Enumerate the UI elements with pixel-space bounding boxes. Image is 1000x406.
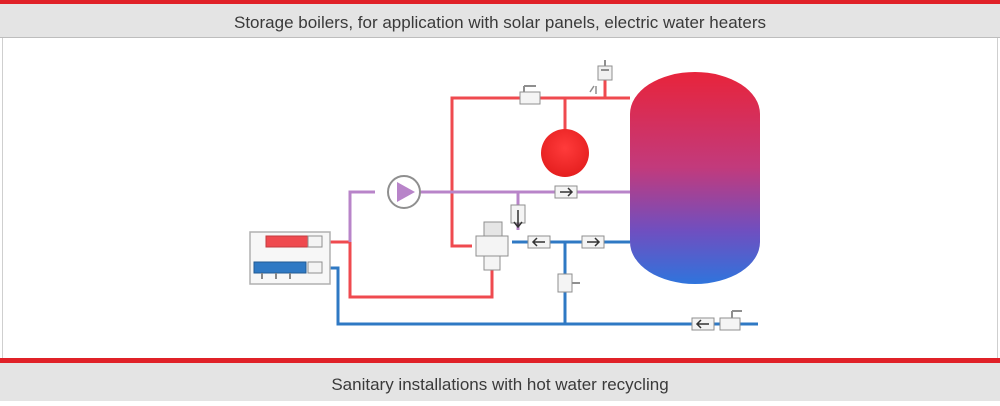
inlet-ball-valve-icon [719,310,742,331]
check-valve-icon [554,185,578,199]
thermostatic-mixing-valve-icon [475,221,509,271]
ball-valve-icon [519,85,541,105]
header-title: Storage boilers, for application with so… [234,13,766,32]
footer-caption: Sanitary installations with hot water re… [331,375,669,394]
header-band: Storage boilers, for application with so… [0,0,1000,38]
cold-check-valve-right-icon [581,235,605,249]
circulation-pump [387,175,421,209]
heater [541,129,589,177]
footer-band: Sanitary installations with hot water re… [0,358,1000,401]
inlet-check-valve-icon [691,317,715,331]
vertical-cold-valve-icon [557,273,580,293]
manifold [249,231,331,285]
diagram-frame [2,38,998,358]
vertical-check-valve-icon [510,204,526,229]
safety-valve-icon [589,60,613,94]
hot-water-pipes [322,78,630,299]
storage-tank [630,72,760,284]
cold-check-valve-left-icon [527,235,551,249]
